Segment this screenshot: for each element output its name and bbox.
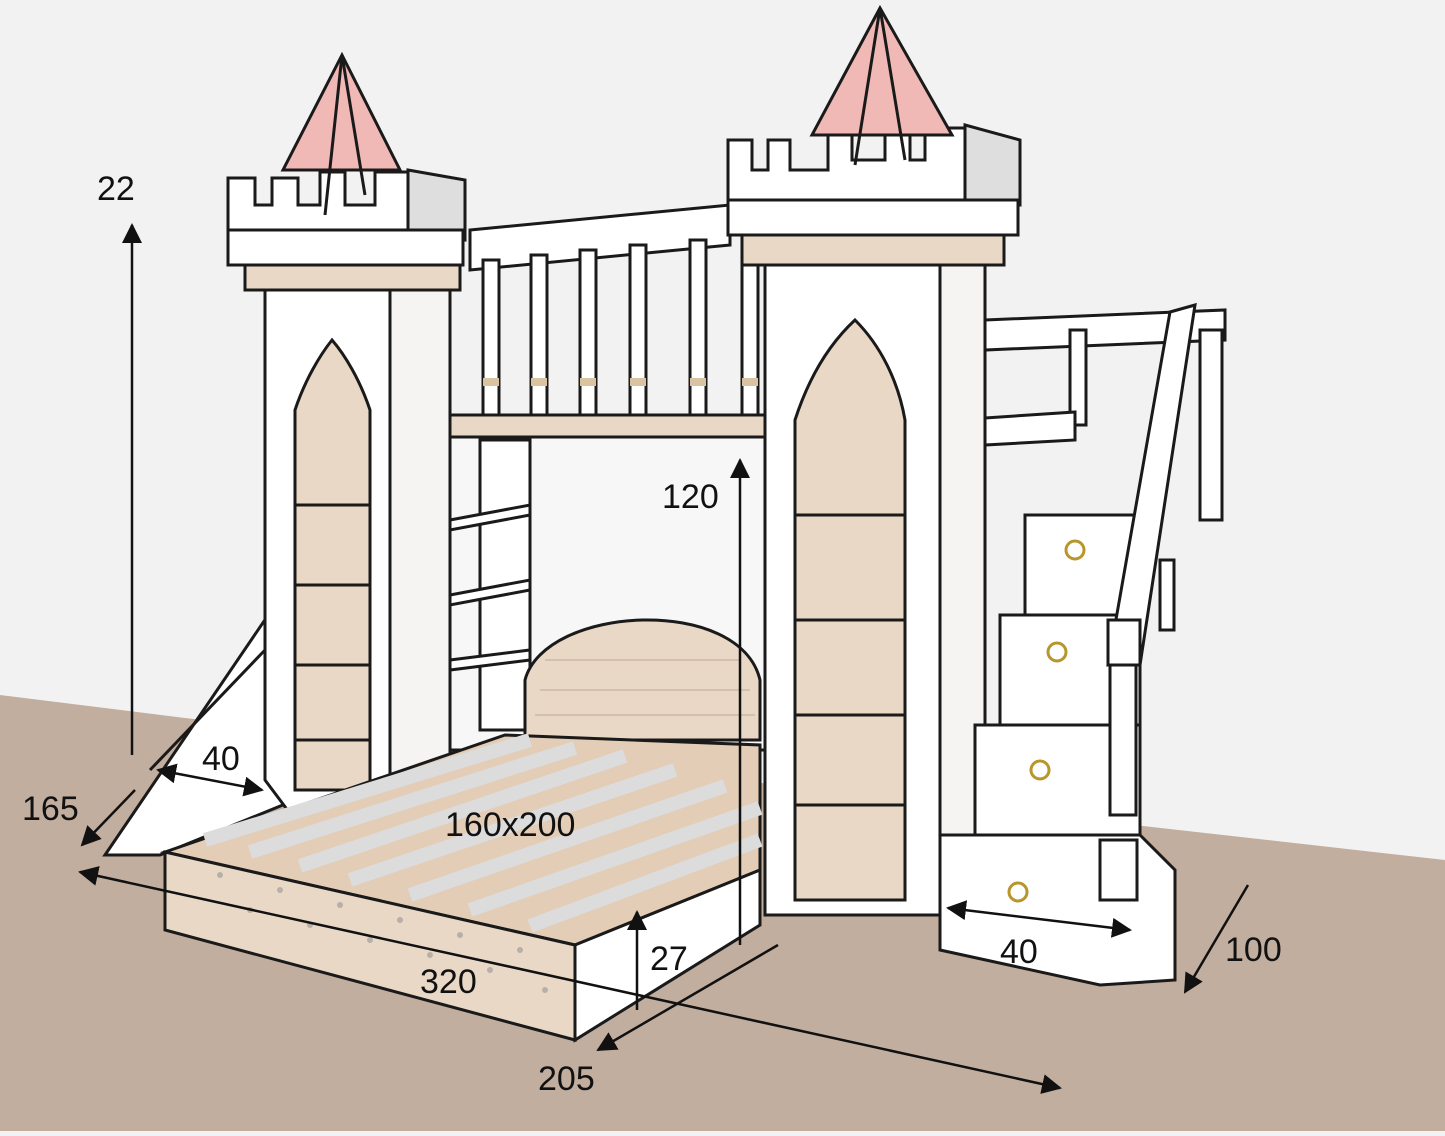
left-roof bbox=[280, 51, 403, 216]
stair-handrail bbox=[1098, 302, 1224, 902]
dim-line-stair-depth bbox=[1183, 884, 1250, 994]
dim-line-front-depth bbox=[596, 943, 779, 1052]
label-front-depth: 205 bbox=[538, 1060, 595, 1098]
right-tower bbox=[726, 123, 1022, 917]
dim-line-slide-depth bbox=[80, 789, 136, 847]
label-slide-width: 40 bbox=[202, 740, 240, 778]
right-roof bbox=[809, 4, 955, 166]
label-upper-clearance: 120 bbox=[662, 478, 719, 516]
headboard bbox=[523, 618, 762, 742]
label-stair-depth: 100 bbox=[1225, 931, 1282, 969]
left-tower bbox=[226, 168, 467, 822]
label-overall-length: 320 bbox=[420, 963, 477, 1001]
dimension-lines bbox=[78, 223, 1250, 1094]
label-slide-depth: 165 bbox=[22, 790, 79, 828]
label-total-height: 22 bbox=[97, 170, 135, 208]
label-mattress: 160x200 bbox=[445, 806, 576, 844]
dim-line-slide-width bbox=[156, 763, 264, 797]
dim-line-overall-length bbox=[78, 866, 1062, 1094]
dim-line-stair-width bbox=[946, 900, 1132, 938]
label-platform-height: 27 bbox=[650, 940, 688, 978]
baluster-rings bbox=[483, 378, 758, 386]
label-stair-width: 40 bbox=[1000, 933, 1038, 971]
